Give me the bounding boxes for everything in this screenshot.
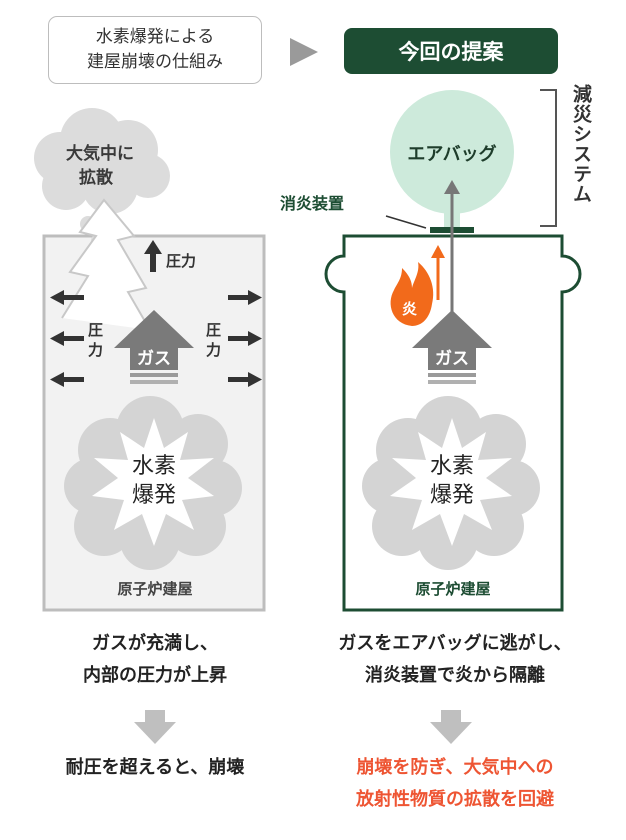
right-result-text: 崩壊を防ぎ、大気中への 放射性物質の拡散を回避 bbox=[310, 752, 600, 816]
flame-label: 炎 bbox=[402, 300, 418, 318]
cloud-label: 大気中に 拡散 bbox=[66, 142, 134, 190]
right-explosion-shape bbox=[362, 396, 540, 570]
left-explosion-label: 水素 爆発 bbox=[124, 452, 184, 510]
pressure-right-arrows-icon bbox=[228, 290, 262, 387]
right-explosion-line1: 水素 bbox=[429, 454, 474, 479]
right-result-line1: 崩壊を防ぎ、大気中への bbox=[356, 757, 554, 778]
header-arrow-icon bbox=[290, 38, 318, 66]
pressure-left-arrows-icon bbox=[50, 290, 84, 387]
system-label: 減災システム bbox=[570, 84, 592, 204]
left-explosion-line2: 爆発 bbox=[131, 483, 176, 508]
right-explosion-line2: 爆発 bbox=[429, 483, 474, 508]
right-building-label: 原子炉建屋 bbox=[415, 580, 491, 598]
system-bracket bbox=[540, 89, 557, 227]
left-caption: ガスが充満し、 内部の圧力が上昇 bbox=[44, 628, 266, 692]
extinguisher-label: 消炎装置 bbox=[280, 194, 345, 213]
header-left-line2: 建屋崩壊の仕組み bbox=[87, 52, 223, 72]
pressure-left-label: 圧 力 bbox=[88, 321, 104, 359]
gas-flow-arrowhead-icon bbox=[444, 180, 460, 194]
pressure-top-label: 圧力 bbox=[166, 252, 197, 270]
header-mechanism-box: 水素爆発による 建屋崩壊の仕組み bbox=[48, 16, 262, 84]
right-result-arrow-icon bbox=[430, 710, 472, 744]
cloud-line1: 大気中に bbox=[66, 144, 134, 164]
left-building-label: 原子炉建屋 bbox=[117, 580, 193, 598]
left-explosion-line1: 水素 bbox=[131, 454, 176, 479]
airbag-label: エアバッグ bbox=[407, 144, 497, 165]
header-left-line1: 水素爆発による bbox=[95, 27, 215, 47]
right-caption: ガスをエアバッグに逃がし、 消炎装置で炎から隔離 bbox=[310, 628, 600, 692]
airbag-shape bbox=[390, 90, 514, 214]
right-result-line2: 放射性物質の拡散を回避 bbox=[356, 789, 554, 810]
cloud-line2: 拡散 bbox=[79, 168, 113, 188]
header-right-label: 今回の提案 bbox=[398, 40, 504, 64]
pressure-up-arrow-icon bbox=[144, 240, 162, 272]
left-caption-line2: 内部の圧力が上昇 bbox=[83, 665, 227, 686]
right-caption-line2: 消炎装置で炎から隔離 bbox=[365, 665, 545, 686]
extinguisher-pointer bbox=[385, 215, 427, 229]
right-gas-arrow-icon bbox=[412, 310, 492, 384]
right-gas-label: ガス bbox=[435, 349, 469, 369]
left-result-arrow-icon bbox=[134, 710, 176, 744]
left-gas-arrow-icon bbox=[114, 310, 194, 384]
left-result-text: 耐圧を超えると、崩壊 bbox=[65, 757, 245, 778]
flame-flow-arrowhead-icon bbox=[431, 245, 445, 258]
right-explosion-label: 水素 爆発 bbox=[422, 452, 482, 510]
left-explosion-shape bbox=[64, 396, 242, 570]
left-cloud-shape bbox=[34, 108, 170, 245]
flame-icon bbox=[390, 262, 434, 326]
pressure-right-label: 圧 力 bbox=[206, 321, 222, 359]
left-gas-label: ガス bbox=[137, 349, 171, 369]
header-proposal-box: 今回の提案 bbox=[344, 28, 558, 74]
left-caption-line1: ガスが充満し、 bbox=[92, 633, 218, 654]
right-caption-line1: ガスをエアバッグに逃がし、 bbox=[338, 633, 572, 654]
